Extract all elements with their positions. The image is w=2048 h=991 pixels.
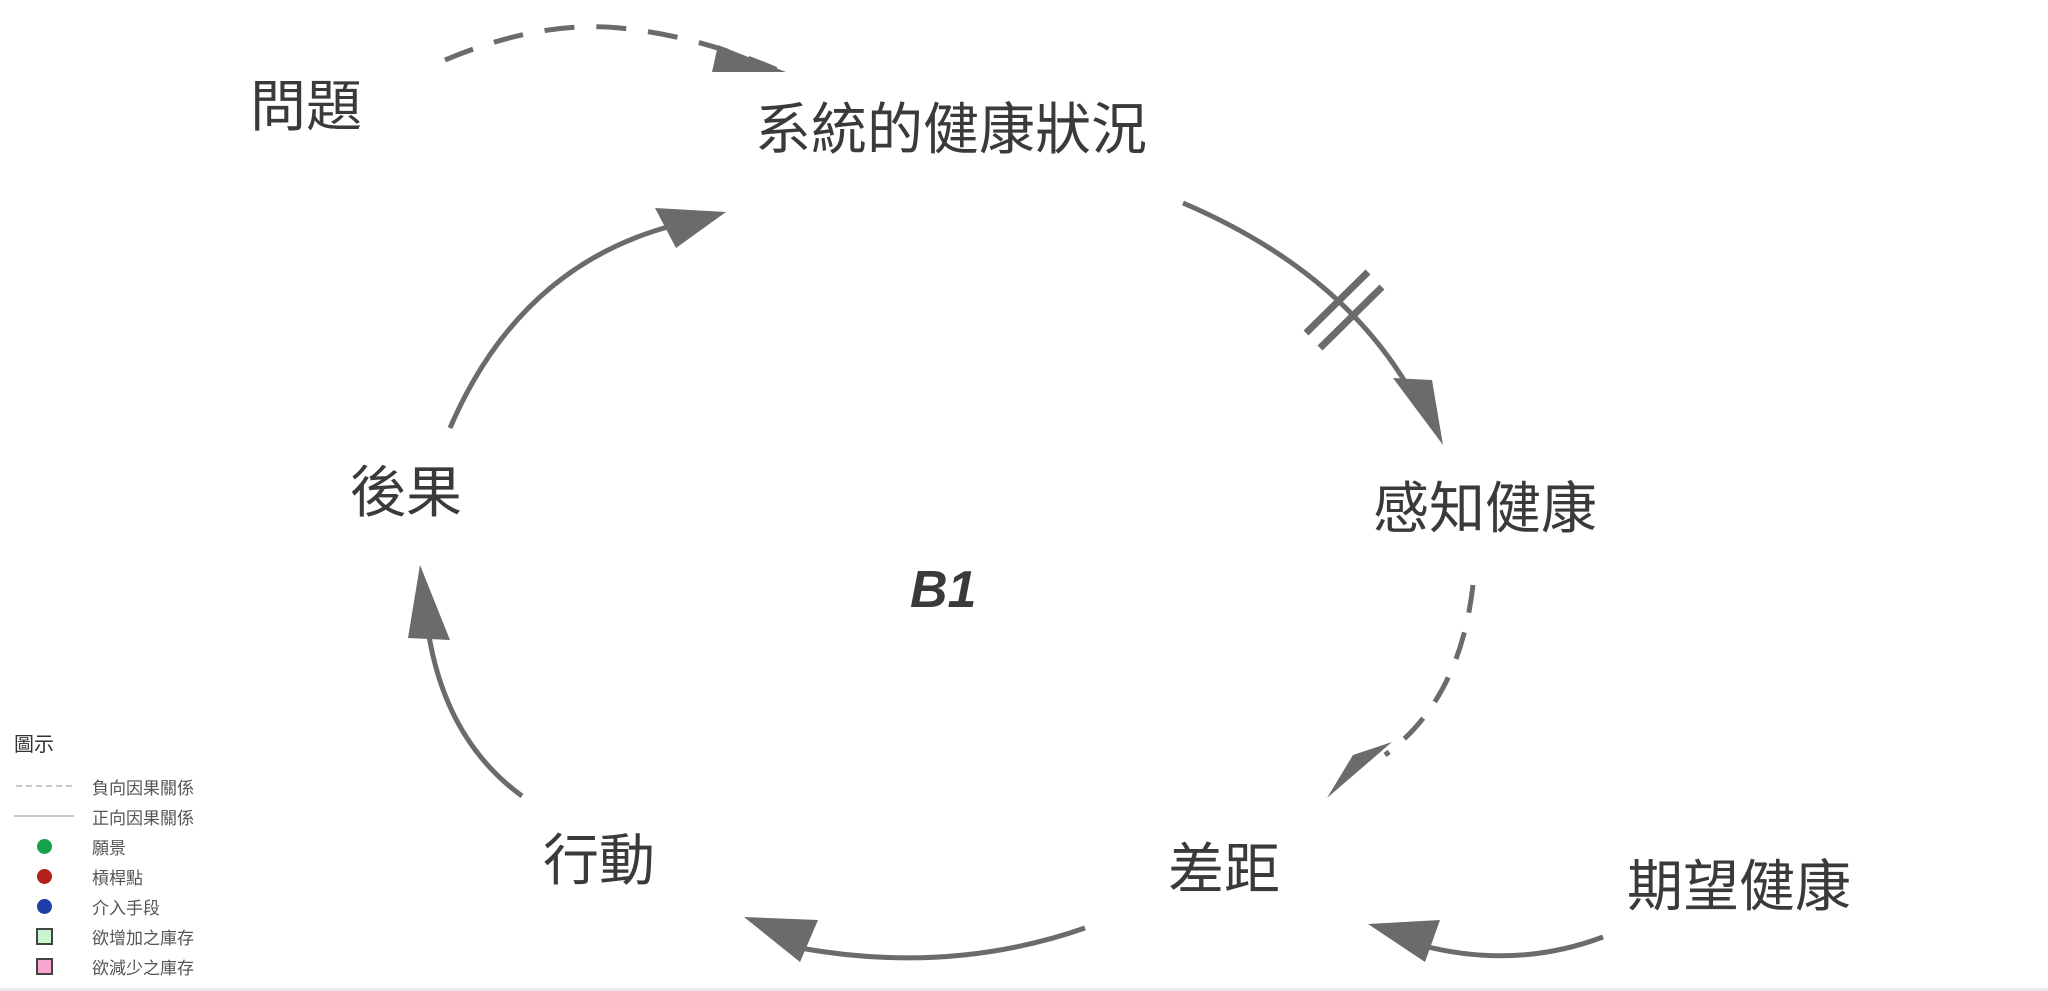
arrowhead-problem-to-system-health xyxy=(712,45,786,72)
pink-square-icon xyxy=(14,951,74,981)
arrowhead-action-to-consequence xyxy=(408,565,450,640)
arrowhead-system-health-to-perceived-health xyxy=(1393,378,1443,445)
legend-item-vision: 願景 xyxy=(14,831,234,861)
legend-item-intervention: 介入手段 xyxy=(14,891,234,921)
legend-item-increase-stock: 欲增加之庫存 xyxy=(14,921,234,951)
arrow-gap-to-action xyxy=(799,925,1086,961)
arrow-action-to-consequence xyxy=(425,629,524,799)
loop-label-b1: B1 xyxy=(910,561,977,619)
legend-item-negative: 負向因果關係 xyxy=(14,771,234,801)
legend-label: 欲減少之庫存 xyxy=(92,958,194,979)
green-dot-icon xyxy=(14,831,74,861)
legend-label: 欲增加之庫存 xyxy=(92,928,194,949)
legend-label: 槓桿點 xyxy=(92,868,143,889)
node-gap: 差距 xyxy=(1168,838,1280,903)
legend-label: 介入手段 xyxy=(92,898,160,919)
arrowhead-consequence-to-system-health xyxy=(655,208,726,248)
delay-mark-2 xyxy=(1317,284,1385,351)
arrow-consequence-to-system-health xyxy=(447,222,676,429)
legend-label: 負向因果關係 xyxy=(92,778,194,799)
arrow-problem-to-system-health xyxy=(444,24,784,75)
arrow-system-health-to-perceived-health xyxy=(1182,200,1413,392)
legend: 圖示 負向因果關係 正向因果關係 願景 槓桿點 介入手段 欲增加之庫存 欲減少之… xyxy=(14,728,234,981)
node-action: 行動 xyxy=(543,829,655,894)
legend-item-leverage: 槓桿點 xyxy=(14,861,234,891)
arrowhead-desired-health-to-gap xyxy=(1368,920,1440,962)
node-desired-health: 期望健康 xyxy=(1627,855,1851,920)
node-consequence: 後果 xyxy=(350,461,462,526)
arrowhead-perceived-health-to-gap xyxy=(1327,742,1392,798)
node-problem: 問題 xyxy=(250,75,362,140)
bottom-divider xyxy=(0,988,2048,991)
arrow-desired-health-to-gap xyxy=(1419,934,1604,959)
solid-line-icon xyxy=(14,801,74,831)
legend-item-decrease-stock: 欲減少之庫存 xyxy=(14,951,234,981)
legend-item-positive: 正向因果關係 xyxy=(14,801,234,831)
legend-title: 圖示 xyxy=(14,732,54,756)
dashed-line-icon xyxy=(14,771,74,801)
arrow-perceived-health-to-gap xyxy=(1383,584,1476,758)
red-dot-icon xyxy=(14,861,74,891)
arrowhead-gap-to-action xyxy=(744,917,818,962)
blue-dot-icon xyxy=(14,891,74,921)
node-system-health: 系統的健康狀況 xyxy=(755,98,1147,163)
legend-label: 正向因果關係 xyxy=(92,808,194,829)
delay-mark-1 xyxy=(1303,269,1371,336)
legend-label: 願景 xyxy=(92,838,126,859)
node-perceived-health: 感知健康 xyxy=(1373,477,1597,542)
green-square-icon xyxy=(14,921,74,951)
